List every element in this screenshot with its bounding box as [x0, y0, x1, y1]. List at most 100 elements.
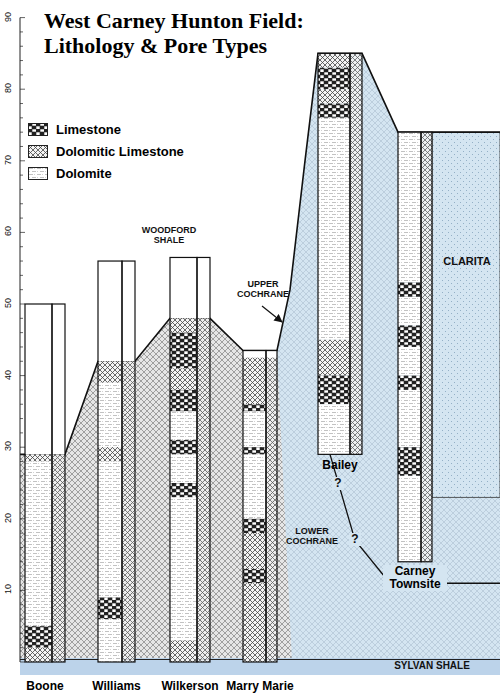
- axis-tick: [20, 518, 25, 519]
- leader-arrow: [262, 306, 282, 322]
- well-name: Williams: [82, 680, 152, 693]
- lithology-interval: [318, 53, 350, 67]
- axis-tick: [20, 461, 23, 462]
- shale-interval: [243, 351, 277, 358]
- column-outline: [25, 304, 52, 662]
- well-name: Wilkerson: [152, 680, 228, 693]
- axis-tick: [20, 46, 23, 47]
- axis-tick: [20, 189, 23, 190]
- well-column: [243, 351, 277, 662]
- axis-tick: [20, 132, 23, 133]
- lithology-interval: [318, 104, 350, 118]
- lithology-interval: [98, 447, 122, 461]
- axis-tick: [20, 289, 23, 290]
- strip-outline: [266, 351, 277, 662]
- swatch-fill: [29, 167, 48, 179]
- strip-outline: [122, 261, 135, 662]
- lithology-interval: [243, 519, 266, 533]
- shale-interval: [25, 304, 65, 454]
- axis-tick: [20, 404, 23, 405]
- lithology-interval: [398, 376, 421, 390]
- well-column: [318, 53, 362, 454]
- axis-tick: [20, 533, 23, 534]
- axis-tick: [20, 432, 23, 433]
- shale-interval: [170, 257, 210, 318]
- well-column: Bailey: [318, 53, 362, 454]
- axis-tick: [20, 246, 23, 247]
- lithology-interval: [318, 376, 350, 405]
- axis-tick: [20, 318, 23, 319]
- lithology-interval: [170, 440, 197, 454]
- well-column: [398, 132, 432, 562]
- lithology-interval: [318, 89, 350, 103]
- lithology-interval: [170, 641, 197, 662]
- axis-tick: [20, 604, 23, 605]
- lithology-interval: [98, 619, 122, 662]
- lithology-interval: [398, 132, 421, 282]
- axis-number: 50: [4, 294, 14, 312]
- legend-swatch: [28, 167, 48, 180]
- axis-tick: [20, 74, 23, 75]
- axis-tick: [20, 275, 23, 276]
- well-column: Carney Townsite: [398, 132, 432, 562]
- column-outline: [170, 257, 197, 662]
- lithology-interval: [243, 358, 266, 405]
- formation-label: WOODFORD SHALE: [128, 226, 210, 246]
- lithology-interval: [318, 404, 350, 454]
- axis-tick: [20, 60, 23, 61]
- axis-number: 30: [4, 437, 14, 455]
- lithology-interval: [243, 454, 266, 518]
- axis-number: 60: [4, 222, 14, 240]
- pore-strip: [350, 53, 362, 454]
- legend-text: Limestone: [56, 122, 121, 137]
- lithology-interval: [25, 626, 52, 647]
- axis-tick: [20, 117, 23, 118]
- axis-tick: [20, 160, 25, 161]
- axis-tick: [20, 662, 25, 663]
- lithology-interval: [398, 390, 421, 447]
- axis-tick: [20, 146, 23, 147]
- well-name: Bailey: [315, 459, 365, 472]
- clarita-region: [432, 132, 500, 497]
- well-column: [25, 304, 65, 662]
- well-name: Boone: [15, 680, 75, 693]
- axis-tick: [20, 633, 23, 634]
- axis-tick: [20, 261, 23, 262]
- lithology-interval: [98, 462, 122, 598]
- pore-strip: [266, 358, 277, 662]
- lithology-interval: [25, 462, 52, 627]
- legend-swatch: [28, 145, 48, 158]
- legend-text: Dolomite: [56, 166, 112, 181]
- axis-number: 80: [4, 79, 14, 97]
- lithology-interval: [243, 447, 266, 454]
- axis-tick: [20, 576, 23, 577]
- lithology-interval: [243, 533, 266, 569]
- axis-tick: [20, 647, 23, 648]
- lithology-interval: [25, 648, 52, 662]
- formation-label: UPPER COCHRANE: [230, 280, 296, 300]
- lithology-interval: [98, 383, 122, 447]
- formation-label: CLARITA: [436, 255, 498, 267]
- column-outline: [243, 351, 266, 662]
- axis-tick: [20, 418, 23, 419]
- swatch-fill: [29, 145, 48, 157]
- lithology-interval: [170, 318, 197, 332]
- lithology-interval: [398, 325, 421, 346]
- strip-outline: [197, 257, 210, 662]
- column-outline: [98, 261, 122, 662]
- legend-text: Dolomitic Limestone: [56, 144, 184, 159]
- legend-row: Dolomite: [28, 162, 184, 184]
- axis-tick: [20, 218, 23, 219]
- axis-number: 40: [4, 366, 14, 384]
- lithology-interval: [318, 68, 350, 89]
- well-name: Carney Townsite: [383, 565, 447, 591]
- legend-row: Dolomitic Limestone: [28, 140, 184, 162]
- diagram-title: West Carney Hunton Field: Lithology & Po…: [44, 8, 329, 59]
- axis-tick: [20, 619, 23, 620]
- lithology-interval: [243, 404, 266, 411]
- lithology-interval: [318, 118, 350, 340]
- axis-tick: [20, 332, 23, 333]
- lithology-interval: [318, 340, 350, 376]
- axis-number: 70: [4, 151, 14, 169]
